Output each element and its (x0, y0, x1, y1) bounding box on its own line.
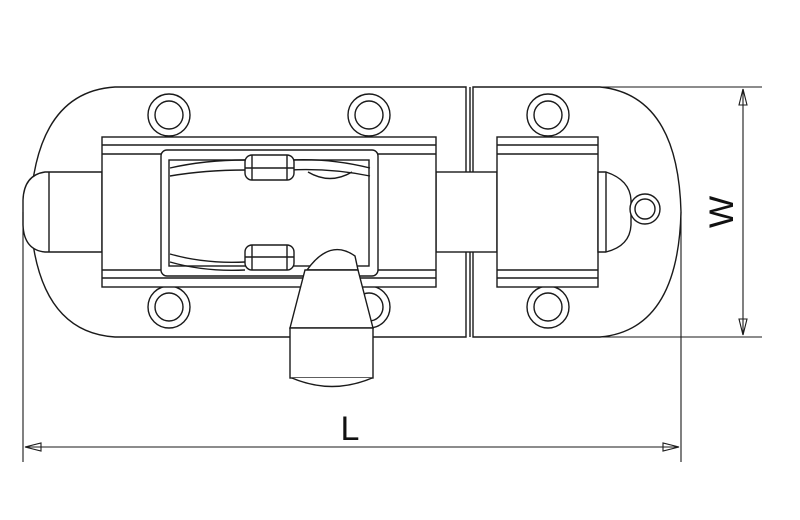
keeper (496, 136, 661, 288)
width-label: W (703, 196, 741, 228)
width-dimension: W (600, 86, 762, 338)
bolt-left-end (22, 171, 103, 253)
length-dimension: L (22, 212, 682, 462)
screw-hole-icon (347, 93, 391, 137)
bolt-shaft (435, 171, 498, 253)
length-label: L (341, 410, 360, 448)
screw-hole-icon (526, 93, 570, 137)
screw-hole-icon (526, 285, 570, 329)
screw-hole-icon (147, 285, 191, 329)
screw-hole-icon (147, 93, 191, 137)
bolt-handle (289, 248, 374, 388)
ring-icon (629, 193, 661, 225)
bolt-housing (101, 136, 437, 288)
